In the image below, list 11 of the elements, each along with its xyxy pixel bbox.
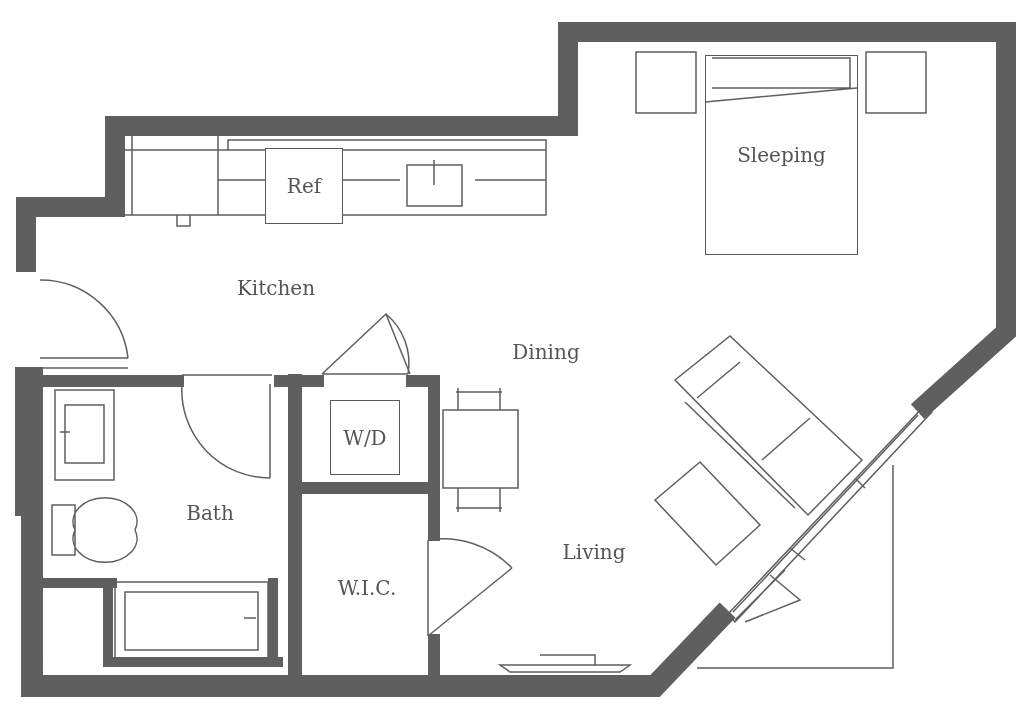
room-label: Kitchen bbox=[236, 276, 316, 300]
room-label: Bath bbox=[186, 501, 234, 525]
washer-dryer-outline bbox=[330, 400, 400, 475]
room-label: Living bbox=[562, 540, 626, 564]
refrigerator-outline bbox=[265, 148, 343, 224]
room-label: W.I.C. bbox=[337, 576, 397, 600]
room-label: Sleeping bbox=[737, 143, 826, 167]
room-label: W/D bbox=[343, 425, 387, 450]
room-label: Ref bbox=[286, 174, 322, 198]
bed-outline bbox=[705, 55, 858, 255]
room-label: Dining bbox=[512, 340, 580, 364]
